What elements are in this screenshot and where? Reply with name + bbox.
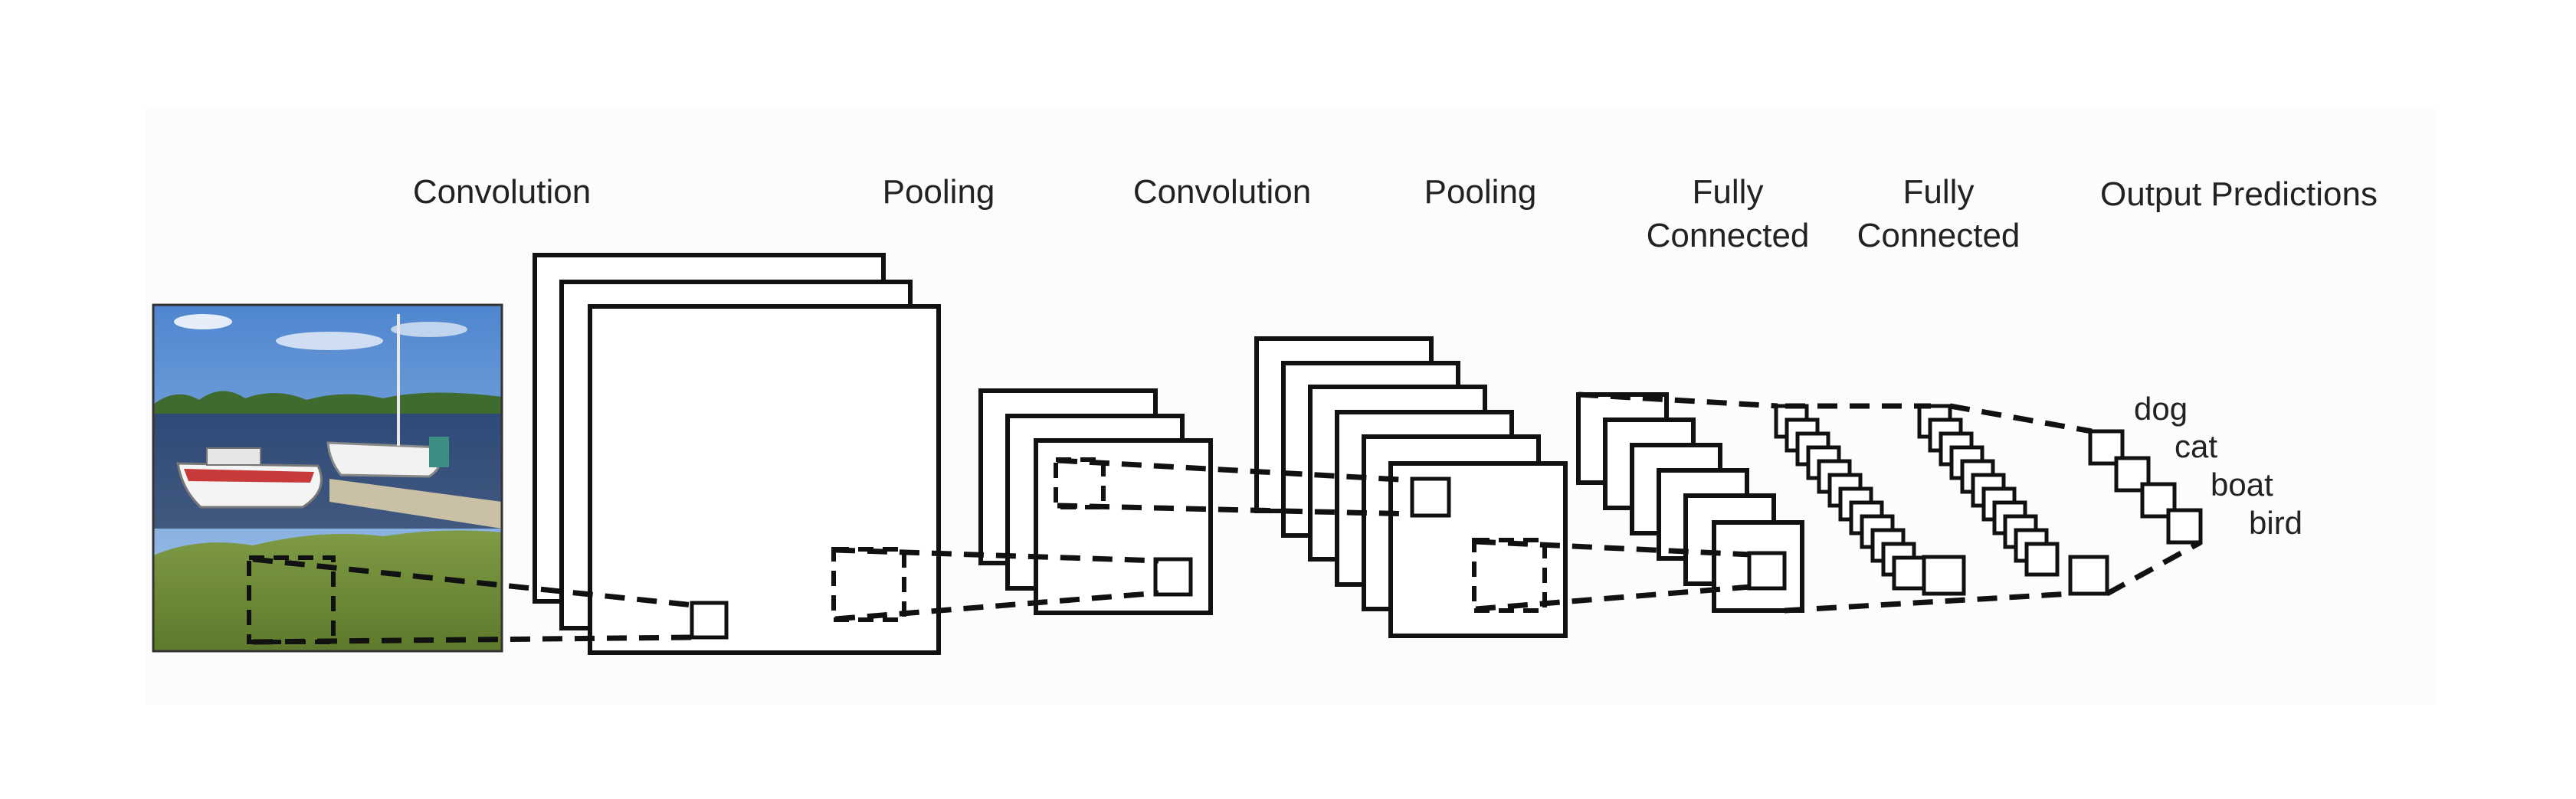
conv2-output-unit	[1410, 476, 1451, 518]
stage-label-pooling-1: Pooling	[883, 173, 995, 211]
fc1-active-neuron	[1922, 555, 1966, 596]
fc2-active-neuron	[2068, 555, 2109, 596]
output-neuron-boat	[2140, 482, 2177, 519]
fc2-neurons	[1917, 404, 2109, 596]
stage-label-pooling-2: Pooling	[1424, 173, 1537, 211]
output-neuron-dog	[2088, 429, 2125, 466]
stage-label-convolution-2: Convolution	[1133, 173, 1311, 211]
class-label-bird: bird	[2249, 505, 2302, 541]
pool2-feature-maps	[1472, 392, 1804, 613]
stage-label-fully-connected-1-line1: Fully	[1693, 173, 1764, 211]
input-photo	[152, 303, 503, 653]
pool2-output-unit	[1747, 551, 1787, 591]
conv2-pool-window	[1472, 538, 1547, 613]
stage-label-fully-connected-2-line1: Fully	[1903, 173, 1975, 211]
output-neurons	[2088, 429, 2203, 545]
conv1-output-unit	[690, 601, 729, 640]
class-label-dog: dog	[2134, 391, 2188, 427]
fc1-neurons	[1774, 404, 1966, 596]
connection-lines	[252, 391, 2202, 645]
stage-label-convolution-1: Convolution	[413, 173, 591, 211]
output-neuron-bird	[2166, 508, 2203, 545]
stage-label-fully-connected-1-line2: Connected	[1647, 217, 1810, 254]
pool1-output-unit	[1153, 557, 1193, 597]
pool1-feature-maps	[978, 388, 1213, 615]
class-label-boat: boat	[2211, 467, 2273, 503]
conv1-feature-maps	[533, 253, 941, 655]
class-label-cat: cat	[2175, 428, 2217, 464]
stage-label-output-predictions: Output Predictions	[2100, 175, 2378, 213]
stage-label-fully-connected-2-line2: Connected	[1857, 217, 2020, 254]
